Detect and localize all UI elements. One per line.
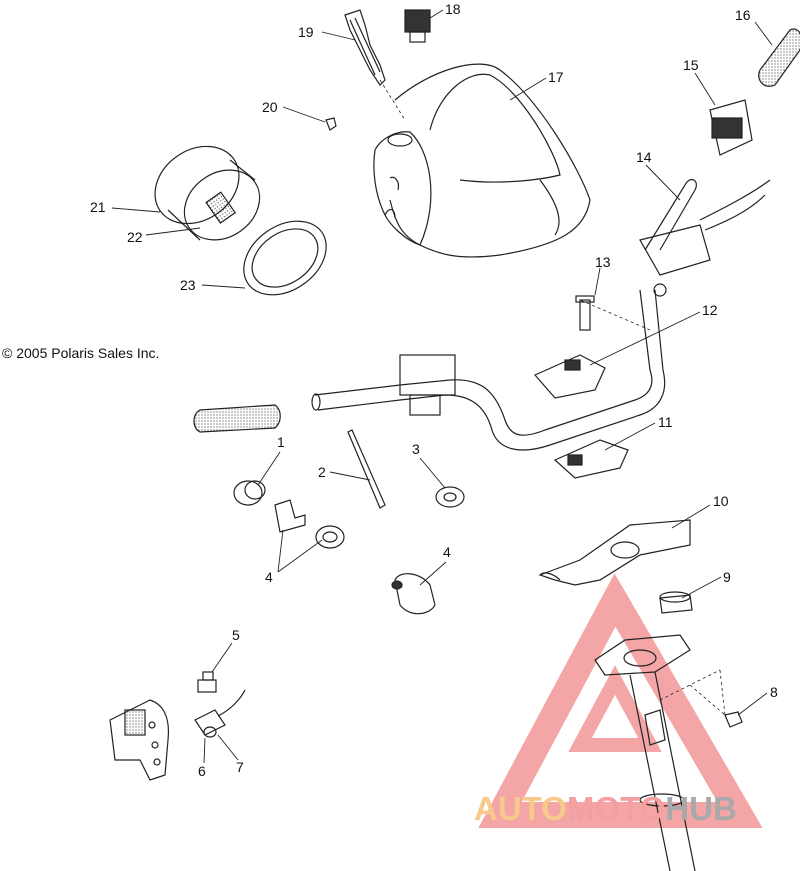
callout-10: 10 (713, 493, 729, 509)
callout-15: 15 (683, 57, 699, 73)
upper-clamp-part-12 (534, 354, 606, 399)
watermark-text: AUTOMOTOHUB (474, 790, 737, 828)
grip-part-left (193, 404, 281, 433)
ring-part-23 (243, 220, 327, 296)
harness-part-19 (344, 9, 386, 86)
mounting-plate-part-10 (538, 519, 691, 586)
switch-body-part-4 (391, 573, 436, 615)
callout-18: 18 (445, 1, 461, 17)
callout-19: 19 (298, 24, 314, 40)
callout-23: 23 (180, 277, 196, 293)
lower-clamp-part-11 (553, 439, 629, 479)
watermark-triangle (478, 573, 763, 828)
steering-plate (594, 634, 691, 676)
screw-part-20 (325, 117, 337, 131)
watermark-hub: HUB (665, 790, 737, 827)
handlebar (311, 289, 666, 451)
callout-4-switch: 4 (443, 544, 451, 560)
leader-lines (111, 9, 773, 764)
callout-8: 8 (770, 684, 778, 700)
callout-12: 12 (702, 302, 718, 318)
callout-20: 20 (262, 99, 278, 115)
nut-part-8 (724, 711, 743, 728)
grip-part-16 (758, 28, 800, 87)
copyright-text: © 2005 Polaris Sales Inc. (2, 345, 160, 361)
throttle-housing-part-15 (709, 99, 753, 156)
callout-4-clip: 4 (265, 569, 273, 585)
callout-22: 22 (127, 229, 143, 245)
caliper-assembly (109, 699, 170, 781)
cap-part-1 (233, 480, 266, 506)
bushing-part-9 (659, 591, 693, 614)
callout-1: 1 (277, 434, 285, 450)
watermark-auto: AUTO (474, 790, 567, 827)
gauge-housing-part-21 (154, 145, 261, 241)
callout-16: 16 (735, 7, 751, 23)
headlight-pod-part-17 (373, 63, 591, 258)
callout-3: 3 (412, 441, 420, 457)
callout-13: 13 (595, 254, 611, 270)
callout-21: 21 (90, 199, 106, 215)
callout-7: 7 (236, 759, 244, 775)
rod-part-2 (347, 429, 386, 509)
callout-17: 17 (548, 69, 564, 85)
callout-6: 6 (198, 763, 206, 779)
callout-2: 2 (318, 464, 326, 480)
callout-11: 11 (658, 414, 673, 430)
callout-9: 9 (723, 569, 731, 585)
bolt-part-5 (197, 671, 217, 693)
clip-part-4 (274, 499, 345, 549)
guide-lines (379, 79, 726, 716)
switch-part-18 (404, 9, 431, 43)
steering-post (629, 671, 696, 871)
bolt-part-13 (575, 295, 595, 331)
callout-14: 14 (636, 149, 652, 165)
sensor-part-6 (194, 689, 246, 738)
watermark-moto: MOTO (566, 790, 666, 827)
callout-5: 5 (232, 627, 240, 643)
brake-lever-part-14 (639, 178, 771, 297)
washer-part-3 (435, 486, 465, 508)
